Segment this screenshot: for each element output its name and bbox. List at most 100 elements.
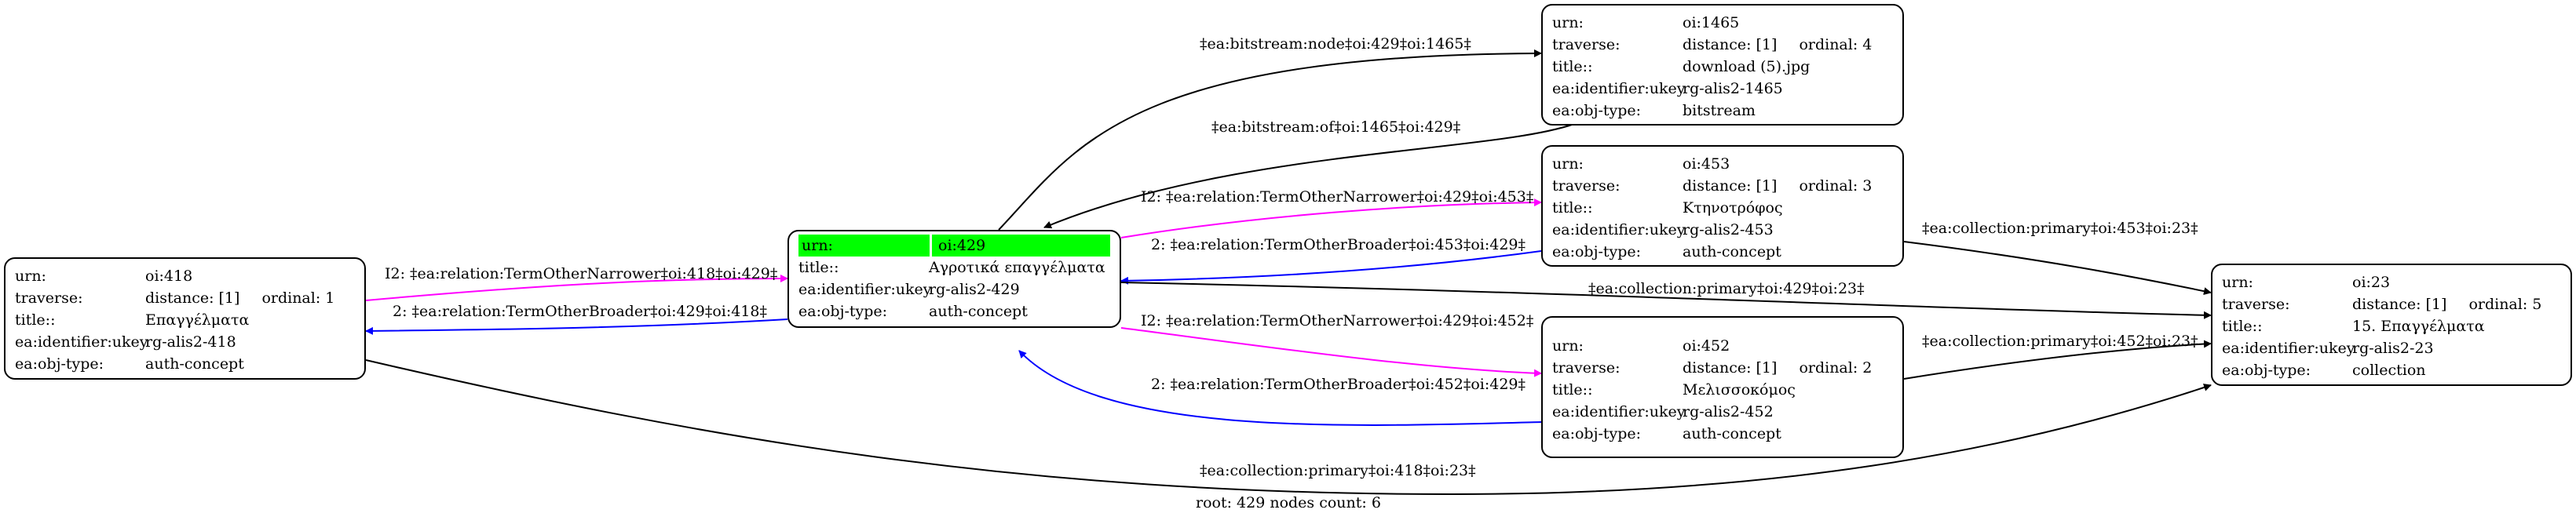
field-key: title::	[798, 259, 839, 276]
node-field-title: title::Αγροτικά επαγγέλματα	[798, 257, 1110, 278]
node-oi-453[interactable]: urn: oi:453 traverse: distance: [1] ordinal…	[1541, 145, 1904, 267]
edge-broader-453-429	[1120, 250, 1542, 285]
node-field-traverse: traverse: distance: [1] ordinal: 4	[1552, 34, 1893, 56]
field-value: oi:452	[1683, 337, 1730, 355]
node-oi-1465[interactable]: urn: oi:1465 traverse: distance: [1] ordina…	[1541, 4, 1904, 126]
node-field-urn: urn: oi:453	[1552, 153, 1893, 175]
field-key: traverse:	[1552, 36, 1621, 53]
graph-footer: root: 429 nodes count: 6	[1196, 494, 1381, 511]
field-key: ea:identifier:ukey	[1552, 80, 1686, 97]
edge-label-narrower-418-429: I2: ‡ea:relation:TermOtherNarrower‡oi:41…	[385, 265, 777, 282]
edge-label-narrower-429-453: I2: ‡ea:relation:TermOtherNarrower‡oi:42…	[1141, 188, 1533, 206]
field-value: distance: [1]	[145, 289, 240, 307]
field-value: Κτηνοτρόφος	[1683, 199, 1783, 217]
field-value: Μελισσοκόμος	[1683, 381, 1796, 398]
edge-collection-453-23	[1903, 241, 2212, 296]
field-ordinal: ordinal: 4	[1799, 36, 1873, 53]
field-value: distance: [1]	[1683, 359, 1778, 377]
field-key: traverse:	[1552, 359, 1621, 377]
node-oi-23[interactable]: urn:oi:23 traverse:distance: [1]ordinal:…	[2211, 264, 2572, 386]
field-key: title::	[1552, 381, 1593, 398]
field-value: rg-alis2-452	[1683, 403, 1774, 420]
edge-label-broader-453-429: 2: ‡ea:relation:TermOtherBroader‡oi:453‡…	[1151, 236, 1526, 253]
node-field-traverse: traverse: distance: [1] ordinal: 3	[1552, 175, 1893, 197]
field-key: ea:identifier:ukey	[2222, 340, 2355, 357]
edge-label-broader-452-429: 2: ‡ea:relation:TermOtherBroader‡oi:452‡…	[1151, 376, 1526, 393]
field-value: distance: [1]	[1683, 36, 1778, 53]
field-value: oi:453	[1683, 155, 1730, 173]
field-key: urn:	[2222, 274, 2253, 291]
field-value: oi:23	[2352, 274, 2391, 291]
node-field-urn-highlighted: urn:oi:429	[798, 235, 1110, 257]
node-field-traverse: traverse:distance: [1]ordinal: 2	[1552, 357, 1893, 379]
edge-narrower-429-452	[1120, 327, 1542, 377]
node-field-obj-type: ea:obj-type: collection	[2222, 359, 2561, 381]
edge-narrower-418-429	[365, 275, 788, 301]
field-key: ea:obj-type:	[1552, 425, 1642, 442]
edge-label-collection-453-23: ‡ea:collection:primary‡oi:453‡oi:23‡	[1922, 220, 2198, 237]
edge-narrower-429-453	[1120, 198, 1542, 238]
field-value: rg-alis2-23	[2352, 340, 2434, 357]
edge-label-broader-429-418: 2: ‡ea:relation:TermOtherBroader‡oi:429‡…	[393, 303, 767, 320]
field-value: auth-concept	[145, 355, 244, 373]
node-field-urn: urn: oi:1465	[1552, 12, 1893, 34]
field-key: title::	[1552, 199, 1593, 217]
field-key: urn:	[1552, 155, 1584, 173]
field-key: ea:obj-type:	[2222, 362, 2311, 379]
node-oi-418[interactable]: urn:oi:418 traverse:distance: [1]ordinal…	[4, 257, 366, 380]
field-value: rg-alis2-453	[1683, 221, 1774, 238]
node-field-obj-type: ea:obj-type: auth-concept	[1552, 241, 1893, 263]
field-value: oi:1465	[1683, 14, 1740, 31]
field-ordinal: ordinal: 3	[1799, 177, 1873, 195]
edge-collection-418-23	[365, 359, 2212, 496]
field-key: urn:	[1552, 337, 1584, 355]
node-field-title: title::15. Επαγγέλματα	[2222, 315, 2561, 337]
field-key: traverse:	[2222, 296, 2290, 313]
field-key: traverse:	[15, 289, 83, 307]
edge-label-collection-429-23: ‡ea:collection:primary‡oi:429‡oi:23‡	[1588, 280, 1865, 297]
edge-broader-429-418	[365, 318, 788, 335]
field-key: traverse:	[1552, 177, 1621, 195]
field-ordinal: ordinal: 1	[261, 289, 335, 307]
field-key: ea:obj-type:	[798, 303, 888, 320]
field-key: ea:obj-type:	[1552, 102, 1642, 119]
edge-collection-452-23	[1903, 340, 2212, 380]
edge-label-bitstream-node: ‡ea:bitstream:node‡oi:429‡oi:1465‡	[1200, 35, 1471, 53]
node-oi-452[interactable]: urn:oi:452 traverse:distance: [1]ordinal…	[1541, 316, 1904, 458]
field-value: distance: [1]	[1683, 177, 1778, 195]
field-value: auth-concept	[1683, 243, 1781, 260]
field-value: 15. Επαγγέλματα	[2352, 318, 2485, 335]
field-value: Αγροτικά επαγγέλματα	[929, 259, 1105, 276]
field-key: title::	[1552, 58, 1593, 75]
field-key: ea:identifier:ukey	[1552, 221, 1686, 238]
field-value: auth-concept	[929, 303, 1028, 320]
field-value: download (5).jpg	[1683, 58, 1811, 75]
node-field-urn: urn: oi:452	[1552, 335, 1893, 357]
field-value: bitstream	[1683, 102, 1756, 119]
node-field-title: title::Επαγγέλματα	[15, 309, 355, 331]
edge-bitstream-node-429-1465	[998, 49, 1542, 231]
edge-label-collection-452-23: ‡ea:collection:primary‡oi:452‡oi:23‡	[1922, 333, 2198, 350]
field-value: rg-alis2-418	[145, 333, 236, 351]
node-field-obj-type: ea:obj-type: auth-concept	[798, 300, 1110, 322]
node-field-urn: urn: oi:23	[2222, 271, 2561, 293]
field-value: oi:418	[145, 267, 193, 285]
field-key: urn:	[798, 235, 932, 257]
field-key: ea:obj-type:	[1552, 243, 1642, 260]
node-field-title: title::Μελισσοκόμος	[1552, 379, 1893, 401]
edge-collection-429-23	[1120, 282, 2212, 319]
edge-label-bitstream-of: ‡ea:bitstream:of‡oi:1465‡oi:429‡	[1211, 118, 1460, 136]
node-field-obj-type: ea:obj-type:auth-concept	[15, 353, 355, 375]
field-key: ea:identifier:ukey	[798, 281, 932, 298]
field-value: collection	[2352, 362, 2426, 379]
node-oi-429-root[interactable]: urn:oi:429 title::Αγροτικά επαγγέλματα e…	[787, 230, 1121, 328]
edge-label-collection-418-23: ‡ea:collection:primary‡oi:418‡oi:23‡	[1200, 462, 1476, 479]
field-key: ea:identifier:ukey	[1552, 403, 1686, 420]
field-key: urn:	[1552, 14, 1584, 31]
